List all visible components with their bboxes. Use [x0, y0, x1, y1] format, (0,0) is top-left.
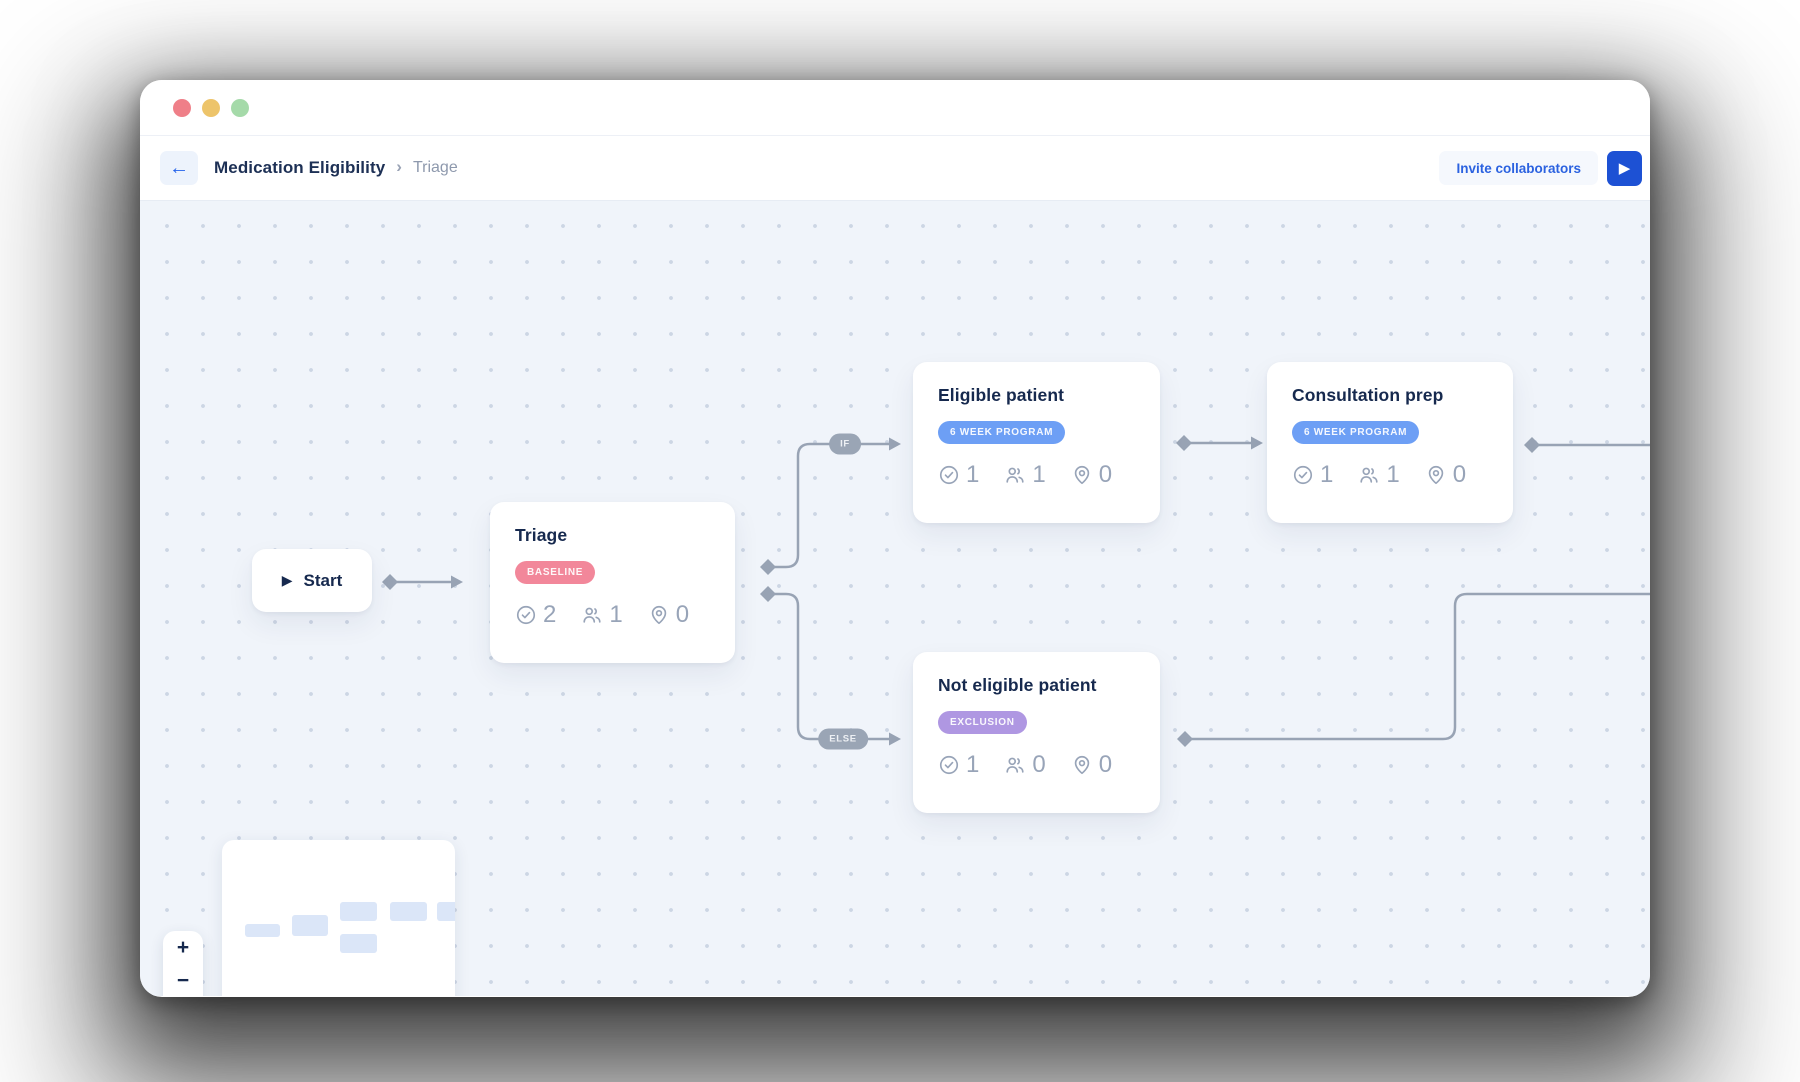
minimap-node	[292, 915, 328, 936]
people-stat: 0	[1004, 751, 1046, 779]
app-window: ← Medication Eligibility › Triage Invite…	[140, 80, 1650, 997]
check-circle-icon	[939, 465, 959, 485]
map-pin-icon	[1428, 465, 1443, 485]
run-button[interactable]: ▶	[1607, 150, 1642, 186]
zoom-in-button[interactable]: +	[176, 935, 190, 959]
users-icon	[583, 607, 601, 623]
arrowhead-icon	[451, 575, 463, 589]
people-stat: 1	[1358, 461, 1400, 489]
flow-canvas[interactable]: IF ELSE ▶ Start Triage BASELINE 2 1	[140, 201, 1650, 996]
checks-stat: 1	[938, 751, 979, 779]
invite-collaborators-button[interactable]: Invite collaborators	[1439, 151, 1598, 185]
minimap-node	[340, 902, 377, 921]
people-stat: 1	[1004, 461, 1046, 489]
node-stats: 1 1 0	[938, 461, 1135, 489]
edge-label-else[interactable]: ELSE	[818, 728, 868, 750]
edge-source-diamond	[760, 559, 776, 575]
locations-stat: 0	[1425, 461, 1466, 489]
breadcrumb-current: Triage	[412, 159, 458, 176]
checks-stat: 1	[938, 461, 979, 489]
edge-source-diamond	[760, 586, 776, 602]
header-actions: Invite collaborators ▶	[1439, 150, 1642, 186]
node-stats: 1 1 0	[1292, 461, 1488, 489]
edge-source-diamond	[1524, 437, 1540, 453]
play-icon: ▶	[281, 572, 293, 588]
node-badge: 6 WEEK PROGRAM	[1292, 421, 1420, 444]
node-consultation-prep[interactable]: Consultation prep 6 WEEK PROGRAM 1 1 0	[1267, 362, 1513, 523]
edge-source-diamond	[1176, 435, 1192, 451]
people-stat: 1	[581, 601, 623, 629]
edge-label-if[interactable]: IF	[829, 433, 861, 455]
arrowhead-icon	[1251, 436, 1263, 450]
titlebar	[140, 80, 1650, 136]
locations-stat: 0	[1071, 751, 1112, 779]
node-title: Not eligible patient	[938, 675, 1097, 695]
node-badge: BASELINE	[515, 561, 596, 584]
check-circle-icon	[939, 755, 959, 775]
users-icon	[1006, 467, 1024, 483]
check-circle-icon	[1293, 465, 1313, 485]
users-icon	[1006, 757, 1024, 773]
edge-if	[772, 442, 891, 569]
minimap-node	[390, 902, 427, 921]
node-not-eligible-patient[interactable]: Not eligible patient EXCLUSION 1 0 0	[913, 652, 1160, 813]
fullscreen-button[interactable]	[231, 98, 249, 117]
start-node[interactable]: ▶ Start	[252, 549, 372, 612]
node-eligible-patient[interactable]: Eligible patient 6 WEEK PROGRAM 1 1 0	[913, 362, 1160, 523]
minimap-node	[245, 924, 280, 937]
node-stats: 2 1 0	[515, 601, 710, 629]
arrow-left-icon: ←	[169, 156, 189, 179]
node-triage[interactable]: Triage BASELINE 2 1 0	[490, 502, 735, 663]
node-title: Triage	[515, 525, 568, 545]
locations-stat: 0	[1071, 461, 1112, 489]
check-circle-icon	[516, 605, 536, 625]
checks-stat: 2	[515, 601, 556, 629]
edge-noteligible-offscreen	[1189, 592, 1650, 741]
edge-source-diamond	[382, 574, 398, 590]
minimap[interactable]	[222, 840, 455, 996]
map-pin-icon	[651, 605, 666, 625]
node-badge: 6 WEEK PROGRAM	[938, 421, 1066, 444]
minimap-node	[340, 934, 377, 953]
back-button[interactable]: ←	[160, 151, 198, 185]
arrowhead-icon	[889, 732, 901, 746]
node-title: Consultation prep	[1292, 385, 1444, 405]
node-title: Eligible patient	[938, 385, 1065, 405]
breadcrumb-parent[interactable]: Medication Eligibility	[214, 158, 386, 177]
minimize-button[interactable]	[202, 98, 220, 117]
checks-stat: 1	[1292, 461, 1333, 489]
arrowhead-icon	[889, 437, 901, 451]
edge-source-diamond	[1177, 731, 1193, 747]
chevron-right-icon: ›	[396, 157, 402, 176]
locations-stat: 0	[648, 601, 689, 629]
header: ← Medication Eligibility › Triage Invite…	[140, 136, 1650, 201]
zoom-out-button[interactable]: −	[176, 968, 190, 992]
start-node-label: Start	[303, 570, 343, 590]
users-icon	[1360, 467, 1378, 483]
node-stats: 1 0 0	[938, 751, 1135, 779]
minimap-node	[437, 902, 455, 921]
zoom-controls: + −	[163, 931, 203, 996]
map-pin-icon	[1074, 465, 1089, 485]
map-pin-icon	[1074, 755, 1089, 775]
edge-layer	[382, 435, 1650, 747]
close-button[interactable]	[173, 98, 191, 117]
node-badge: EXCLUSION	[938, 711, 1027, 734]
play-icon: ▶	[1618, 160, 1631, 177]
edge-else	[772, 592, 891, 741]
